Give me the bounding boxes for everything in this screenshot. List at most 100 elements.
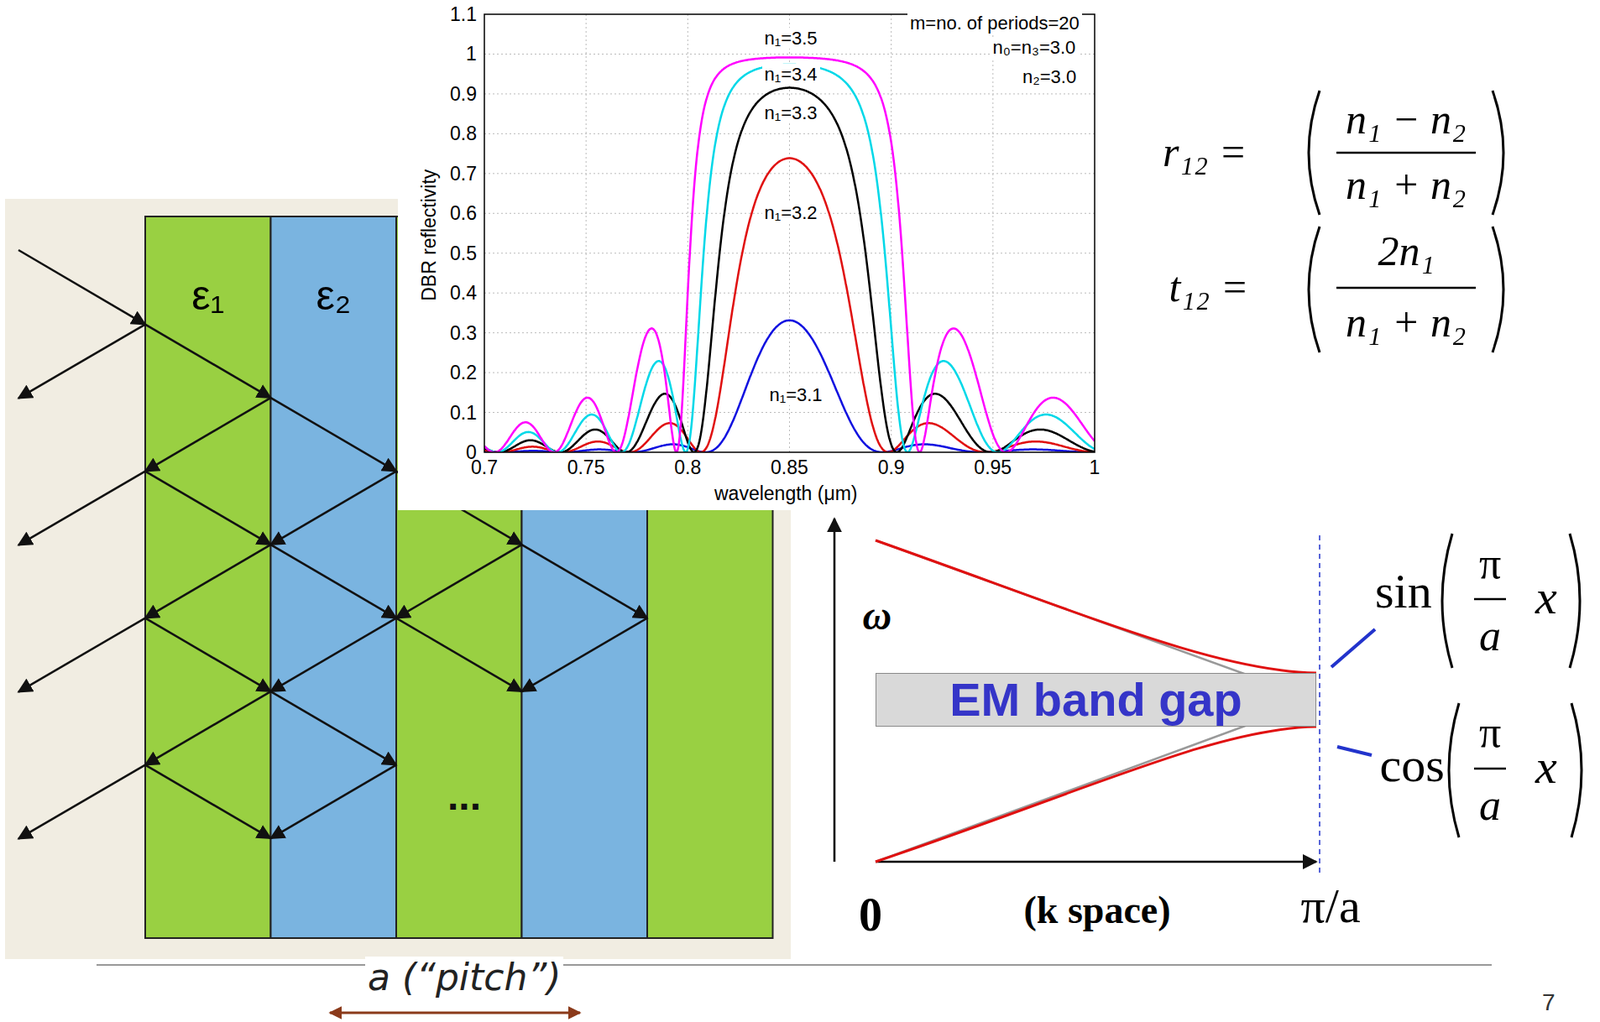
paren [1448,703,1459,838]
ray-arrow [522,544,649,619]
reflectivity-curve [484,57,1095,453]
continuation-dots: ... [447,773,482,820]
ray-arrow [145,324,272,399]
pitch-arrow [329,1012,581,1015]
k-axis [875,861,1317,864]
plot-frame [484,14,1095,453]
grid-line [992,14,994,453]
ray-arrow [18,471,146,546]
curve-label: n₁=3.5 [762,27,821,49]
band-gap-box: EM band gap [875,673,1317,728]
layer-eps2 [271,216,398,939]
tick-label: 0.1 [449,402,477,424]
tick-label: 1 [1089,456,1101,479]
paren [1492,226,1504,353]
ray-arrow [18,618,146,693]
tick-label: 0.6 [449,202,477,225]
chart-grid [484,14,1095,453]
dielectric-layer: ε₁ [145,216,272,939]
curve-label: n₁=3.2 [762,202,821,224]
formula-term: sin [1375,564,1433,621]
footer-rule [96,964,1492,967]
ray-arrow [145,471,272,546]
chart-background [397,0,1108,511]
layer-eps1 [145,216,272,939]
tick-label: 0.75 [567,456,606,479]
formula-term: a [1479,611,1501,662]
grid-line [687,14,689,453]
chart-note: n₂=3.0 [1019,66,1079,88]
ray-arrow [271,544,398,619]
ray-arrow [18,250,146,325]
formula-term: r₁₂ = [1162,128,1247,178]
formula-term: a [1479,780,1501,832]
page-number: 7 [1542,989,1556,1017]
fraction-bar [1474,768,1506,771]
leader-line [1337,747,1372,756]
tick-label: 0.7 [470,456,498,479]
tick-label: 1 [465,42,477,65]
paren [1492,90,1504,215]
node-text: ε₁ [191,273,225,319]
formula-term: n₁ − n₂ [1345,95,1467,145]
grid-line [890,14,892,453]
grid-line [484,133,1095,135]
formula-term: n₁ + n₂ [1345,161,1467,210]
axis-label: π/a [1301,878,1361,936]
ray-arrow [18,324,146,399]
paren [1308,226,1320,353]
paren [1571,703,1582,838]
axis-title: wavelength (μm) [714,482,858,505]
paren [1442,533,1453,669]
tick-label: 0.3 [449,322,477,345]
formula-term: n₁ + n₂ [1345,298,1467,348]
axis-title: DBR reflectivity [418,169,440,302]
ray-arrow [145,691,272,766]
formula-term: cos [1380,737,1445,795]
reflectivity-curves [484,57,1095,453]
axis-label: ω [862,592,893,639]
formula-term: x [1535,739,1558,796]
tick-label: 0.9 [449,83,477,105]
fraction-bar [1336,151,1476,155]
paren [1569,533,1580,669]
grid-line [484,332,1095,334]
ray-arrow [271,618,398,693]
formula-term: t₁₂ = [1169,263,1250,313]
node-text: EM band gap [949,675,1242,726]
ray-arrow [396,544,523,619]
axis-label: 0 [858,888,883,942]
tick-label: 0.85 [770,456,809,479]
fraction-bar [1336,287,1476,290]
tick-label: 0.5 [449,242,477,265]
curve-label: n₁=3.3 [762,102,821,124]
ray-arrow [271,691,398,766]
ray-arrow [145,618,272,693]
tick-label: 0.8 [674,456,701,479]
ray-arrow [145,765,272,840]
formula-term: x [1535,569,1558,627]
dielectric-layer: ε₂ [271,216,398,939]
tick-label: 0.2 [449,361,477,384]
curve-label: n₁=3.4 [762,63,821,85]
reflectivity-curve [484,88,1095,453]
ray-arrow [145,397,272,471]
tick-label: 0.8 [449,122,477,145]
leader-line [1331,629,1376,668]
node-text: ε₂ [315,273,351,319]
curve-label: n₁=3.1 [767,384,826,406]
tick-label: 0.95 [973,456,1012,479]
chart-note: n₀=n₃=3.0 [990,36,1079,58]
axis-label: (k space) [1024,888,1172,934]
tick-label: 0.4 [449,282,477,304]
ray-arrow [18,765,146,840]
formula-term: π [1479,707,1501,759]
tick-label: 0.7 [449,162,477,185]
tick-label: 0.9 [878,456,905,479]
ray-arrow [271,471,398,546]
omega-axis [833,518,837,863]
chart-note: m=no. of periods=20 [907,12,1083,34]
formula-term: π [1479,538,1501,590]
